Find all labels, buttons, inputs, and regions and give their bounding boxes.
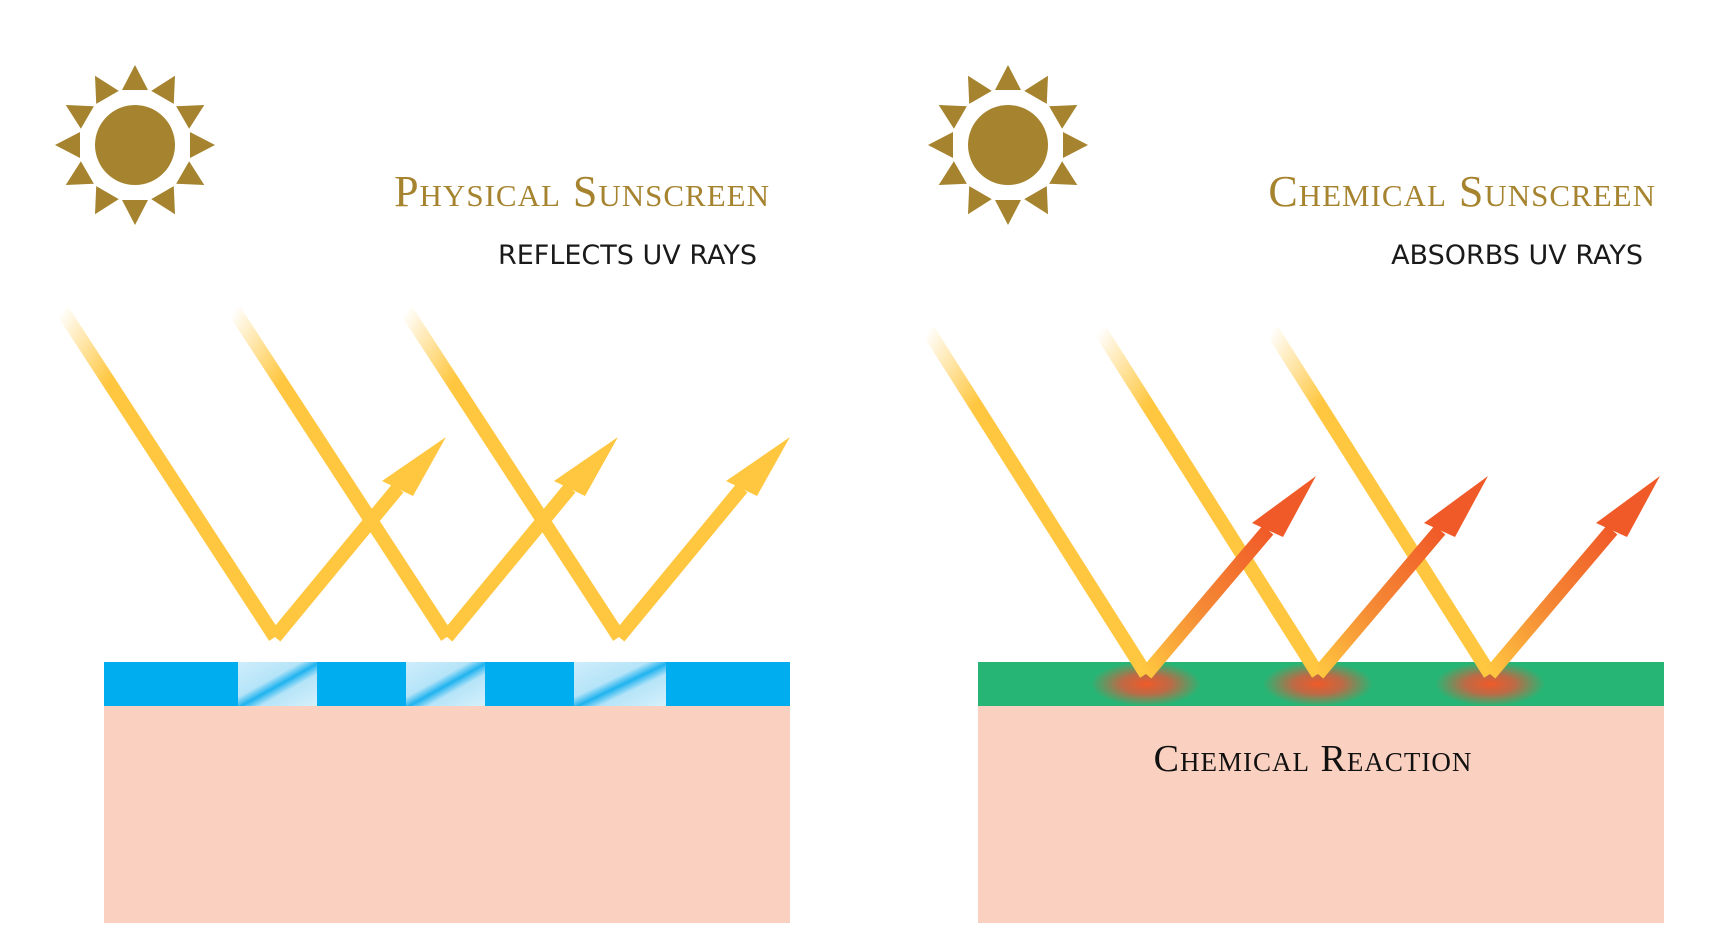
reflected-uv-ray bbox=[613, 437, 790, 642]
physical-subtitle: REFLECTS UV RAYS bbox=[498, 240, 757, 271]
emitted-heat-ray bbox=[1312, 476, 1488, 679]
uv-ray bbox=[1266, 326, 1496, 678]
sun-icon bbox=[928, 65, 1088, 225]
reflected-uv-ray bbox=[269, 437, 446, 642]
mineral-particle bbox=[406, 662, 485, 706]
panel-physical: Physical Sunscreen REFLECTS UV RAYS bbox=[55, 65, 790, 923]
uv-ray bbox=[1094, 326, 1324, 678]
mineral-particle bbox=[574, 662, 666, 706]
uv-ray bbox=[922, 326, 1152, 678]
chemical-title: Chemical Sunscreen bbox=[1268, 167, 1656, 216]
uv-ray bbox=[56, 306, 281, 641]
mineral-particle bbox=[238, 662, 317, 706]
uv-ray bbox=[228, 306, 453, 641]
chemical-subtitle: ABSORBS UV RAYS bbox=[1391, 240, 1643, 271]
sun-icon bbox=[55, 65, 215, 225]
chemical-reaction-label: Chemical Reaction bbox=[1154, 738, 1473, 780]
emitted-heat-ray bbox=[1484, 476, 1660, 679]
emitted-heat-ray bbox=[1140, 476, 1316, 679]
reflected-uv-ray bbox=[441, 437, 618, 642]
skin-layer bbox=[104, 706, 790, 923]
physical-title: Physical Sunscreen bbox=[394, 167, 770, 216]
panel-chemical: Chemical Sunscreen ABSORBS UV RAYS Chemi… bbox=[922, 65, 1664, 923]
skin-layer bbox=[978, 706, 1664, 923]
uv-ray bbox=[400, 306, 625, 641]
